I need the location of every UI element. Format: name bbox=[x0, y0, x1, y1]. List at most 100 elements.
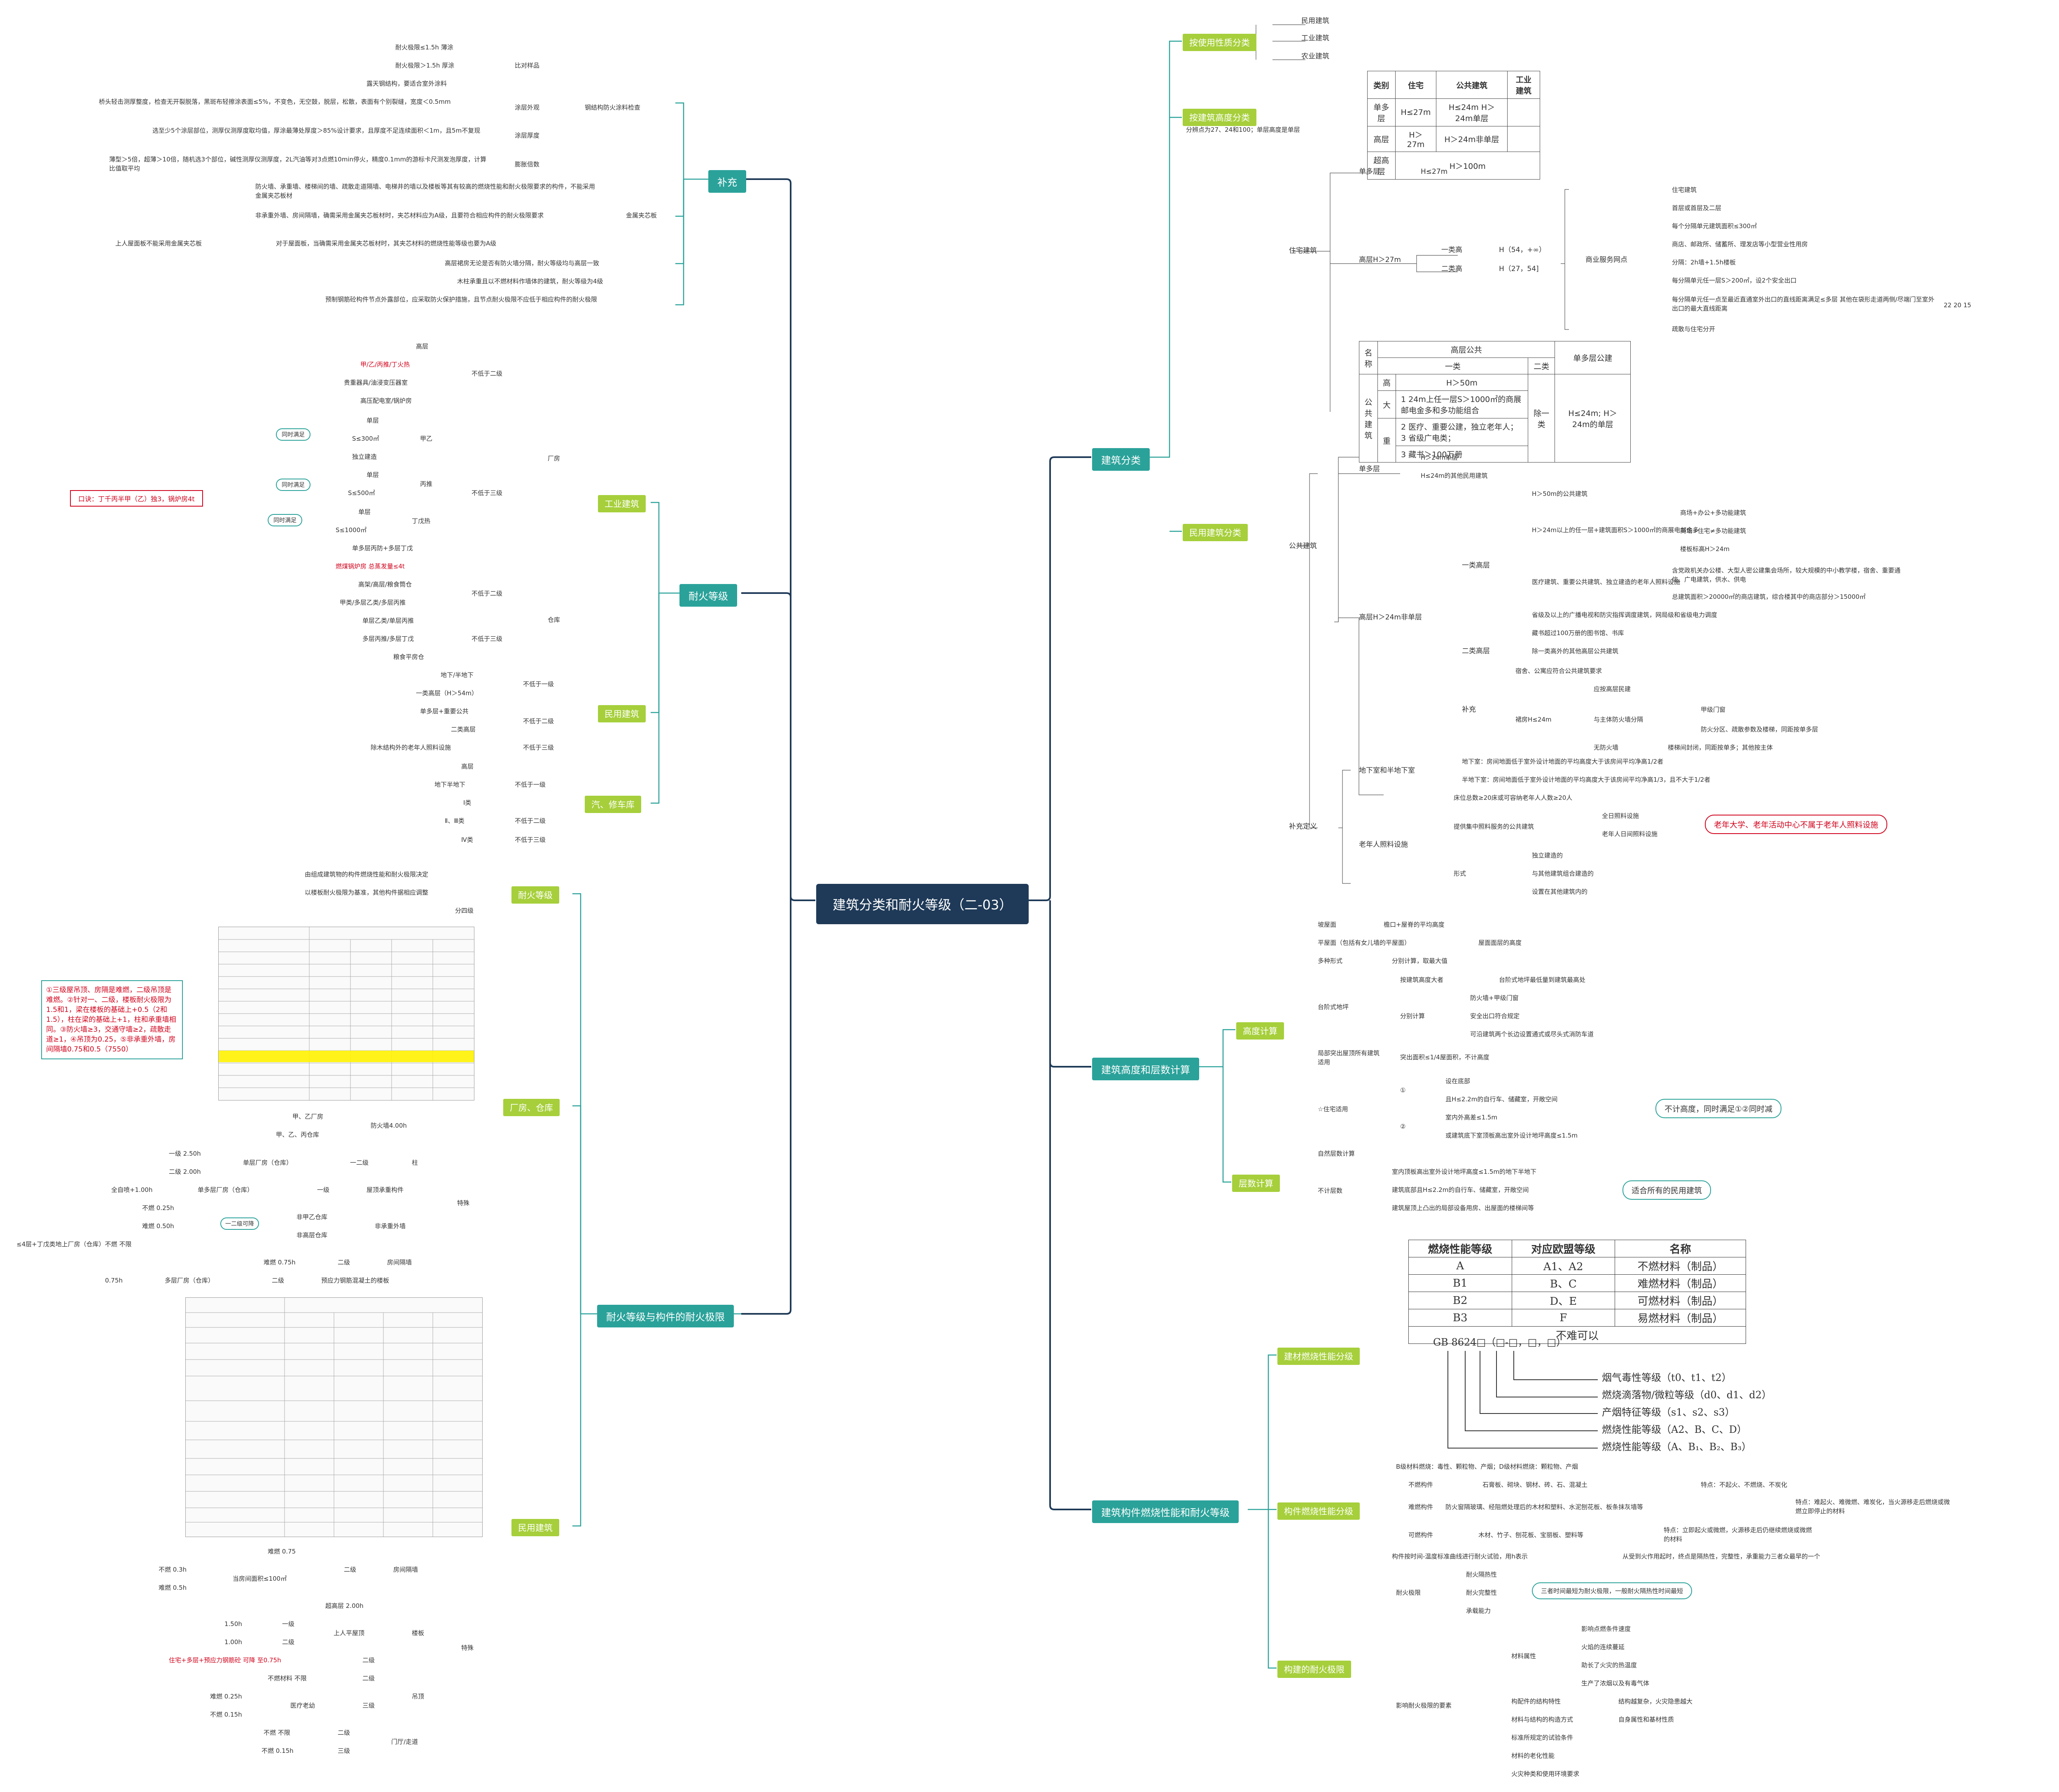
node-component-grade[interactable]: 构件燃烧性能分级 bbox=[1277, 1502, 1360, 1520]
comp-f: 特点：难起火、难微燃、难炭化，当火源移走后燃烧或微燃立即停止的材料 bbox=[1795, 1498, 1950, 1515]
cv-item: 难燃 0.25h bbox=[210, 1693, 242, 1700]
mixed-item: 每分隔单元任一点至最近直通室外出口的直线距离满足≤多层 其他在袋形走道两侧/尽端… bbox=[1672, 296, 1935, 312]
node-fire-grade[interactable]: 耐火等级 bbox=[679, 584, 737, 607]
sp-item: 一级 2.50h bbox=[169, 1150, 201, 1157]
f-factor: 火灾种类和使用环境要求 bbox=[1511, 1770, 1580, 1778]
node-by-use[interactable]: 按使用性质分类 bbox=[1183, 34, 1256, 51]
td: 难燃材料（制品） bbox=[1615, 1274, 1746, 1292]
node-civil-grade[interactable]: 民用建筑 bbox=[598, 705, 646, 722]
f-factor: 构配件的结构特性 bbox=[1511, 1698, 1561, 1705]
both-3: 同时满足 bbox=[268, 514, 302, 526]
node-classification[interactable]: 建筑分类 bbox=[1092, 448, 1150, 471]
td: 单多层公建 bbox=[1555, 341, 1631, 374]
fire-item: 以楼板耐火极限为基准，其他构件据相应调整 bbox=[305, 889, 429, 896]
th: 工业建筑 bbox=[1507, 71, 1541, 99]
node-fire-limit[interactable]: 耐火等级与构件的耐火极限 bbox=[597, 1305, 734, 1327]
node-industrial[interactable]: 工业建筑 bbox=[598, 495, 646, 512]
mixed-item: 住宅建筑 bbox=[1672, 186, 1697, 194]
node-material-grade[interactable]: 建材燃烧性能分级 bbox=[1277, 1348, 1360, 1365]
cv-item: 一级 bbox=[282, 1620, 295, 1628]
sp-v: 非高层仓库 bbox=[296, 1231, 328, 1239]
res-low: 单多层 bbox=[1359, 168, 1380, 176]
mixed-item: 疏散与住宅分开 bbox=[1672, 325, 1716, 333]
b-item: 地下室：房间地面低于室外设计地面的平均高度大于该房间平均净高1/2者 bbox=[1462, 758, 1664, 765]
node-floors-calc[interactable]: 层数计算 bbox=[1232, 1175, 1280, 1192]
thick-label: 涂层厚度 bbox=[515, 132, 540, 139]
th: 类别 bbox=[1367, 71, 1396, 99]
f-item: 单多层丙防+多层丁戊 bbox=[352, 544, 413, 552]
f-grp: 甲乙 bbox=[420, 435, 433, 442]
res2: 室内外高差≤1.5m bbox=[1445, 1114, 1498, 1121]
e-care: 全日照料设施 bbox=[1602, 812, 1639, 820]
step-v: 台阶式地坪最低量到建筑最高处 bbox=[1499, 976, 1586, 984]
td: 公共建筑 bbox=[1359, 374, 1378, 463]
floors-callout: 适合所有的民用建筑 bbox=[1622, 1180, 1711, 1200]
node-height-calc-sub[interactable]: 高度计算 bbox=[1236, 1022, 1284, 1040]
hc-item: 多种形式 bbox=[1318, 957, 1343, 965]
td bbox=[1507, 126, 1541, 152]
factory-label: 厂房 bbox=[548, 455, 560, 462]
sp-v: 非承重外墙 bbox=[375, 1222, 406, 1230]
node-supplement[interactable]: 补充 bbox=[708, 170, 746, 193]
th: 公共建筑 bbox=[1436, 71, 1508, 99]
by-height-note: 分辨点为27、24和100；单层高度是单层 bbox=[1186, 126, 1300, 133]
step-item: 可沿建筑两个长边设置通式或尽头式消防车道 bbox=[1470, 1030, 1594, 1038]
defs-label: 补充定义 bbox=[1289, 822, 1317, 831]
cv-item: 不燃 不限 bbox=[264, 1729, 290, 1736]
node-garage[interactable]: 汽、修车库 bbox=[585, 796, 641, 813]
c1-item: 省级及以上的广播电视和防灾指挥调度建筑，网局级和省级电力调度 bbox=[1532, 611, 1718, 619]
f-factor-v: 自身属性和基材性质 bbox=[1618, 1716, 1674, 1723]
comp-item: 可燃构件 bbox=[1408, 1531, 1433, 1539]
sp-item: 0.75h bbox=[105, 1277, 123, 1284]
node-civil-class[interactable]: 民用建筑分类 bbox=[1183, 524, 1248, 541]
td: 重 bbox=[1377, 418, 1396, 463]
mixed-item: 每个分隔单元建筑面积≤300㎡ bbox=[1672, 222, 1757, 230]
td bbox=[1507, 98, 1541, 126]
node-component-limit[interactable]: 构建的耐火极限 bbox=[1277, 1661, 1351, 1678]
th: 名称 bbox=[1615, 1240, 1746, 1257]
sup-item2: 甲级门窗 bbox=[1701, 706, 1726, 713]
w-item: 单层乙类/单层丙推 bbox=[362, 617, 414, 624]
sp-v: 非甲乙仓库 bbox=[296, 1213, 328, 1221]
node-combustion[interactable]: 建筑构件燃烧性能和耐火等级 bbox=[1092, 1500, 1239, 1523]
sp-item: 二级 2.00h bbox=[169, 1168, 201, 1175]
gb-item: 燃烧性能等级（A、B₁、B₂、B₃） bbox=[1602, 1441, 1752, 1453]
use-item: 工业建筑 bbox=[1301, 34, 1329, 42]
node-plant[interactable]: 厂房、仓库 bbox=[503, 1099, 560, 1116]
cv-item: 二级 bbox=[362, 1656, 375, 1664]
c-item: 一类高层（H＞54m） bbox=[416, 689, 478, 697]
misc-item: 预制钢筋砼构件节点外露部位，应采取防火保护措施，且节点耐火极限不应低于相应构件的… bbox=[325, 296, 598, 303]
g-item: Ⅳ类 bbox=[461, 836, 473, 843]
f-item: 独立建造 bbox=[352, 453, 377, 460]
center-topic[interactable]: 建筑分类和耐火等级（二-03） bbox=[816, 884, 1029, 924]
g-item: 地下半地下 bbox=[434, 781, 466, 788]
gb-code: GB 8624□（□-□，□，□） bbox=[1433, 1336, 1566, 1348]
sup-item: 应按高层民建 bbox=[1594, 685, 1631, 693]
node-height-calc[interactable]: 建筑高度和层数计算 bbox=[1092, 1058, 1199, 1080]
fire-item: 分四级 bbox=[455, 907, 474, 914]
res2-num: ② bbox=[1400, 1123, 1406, 1130]
residential-label: 住宅建筑 bbox=[1289, 247, 1317, 255]
res-high: 高层H＞27m bbox=[1359, 256, 1401, 264]
metal-item: 非承重外墙、房间隔墙，确需采用金属夹芯板材时，夹芯材料应为A级，且要符合相应构件… bbox=[255, 212, 544, 219]
public-building-table: 名称 高层公共 单多层公建 一类 二类 公共建筑 高 H＞50m 除一类 H≤2… bbox=[1359, 341, 1631, 463]
sp-v: 多层厂房（仓库） bbox=[165, 1277, 215, 1284]
td: 3 藏书＞100万册 bbox=[1396, 446, 1528, 463]
td: 单多层 bbox=[1367, 98, 1396, 126]
mixed-item: 首层或首层及二层 bbox=[1672, 204, 1722, 212]
node-civil-limit[interactable]: 民用建筑 bbox=[511, 1519, 559, 1536]
sup-item: 与主体防火墙分隔 bbox=[1594, 716, 1643, 723]
hc-item: 台阶式地坪 bbox=[1318, 1003, 1349, 1011]
td: H＞24m非单层 bbox=[1436, 126, 1508, 152]
coat-label: 涂层外观 bbox=[515, 104, 540, 111]
not2-a: 不低于二级 bbox=[472, 370, 503, 377]
node-by-height[interactable]: 按建筑高度分类 bbox=[1183, 109, 1256, 126]
comp-v: 防火窗隔玻璃、经阻燃处理后的木材和塑料、水泥刨花板、板条抹灰墙等 bbox=[1445, 1503, 1643, 1511]
td: 易燃材料（制品） bbox=[1615, 1309, 1746, 1327]
special-label: 特殊 bbox=[457, 1199, 470, 1207]
sp-v: 预应力钢筋混凝土的楼板 bbox=[321, 1277, 390, 1284]
e-item: 提供集中照料服务的公共建筑 bbox=[1454, 823, 1534, 830]
node-fire-grade-def[interactable]: 耐火等级 bbox=[511, 886, 559, 904]
